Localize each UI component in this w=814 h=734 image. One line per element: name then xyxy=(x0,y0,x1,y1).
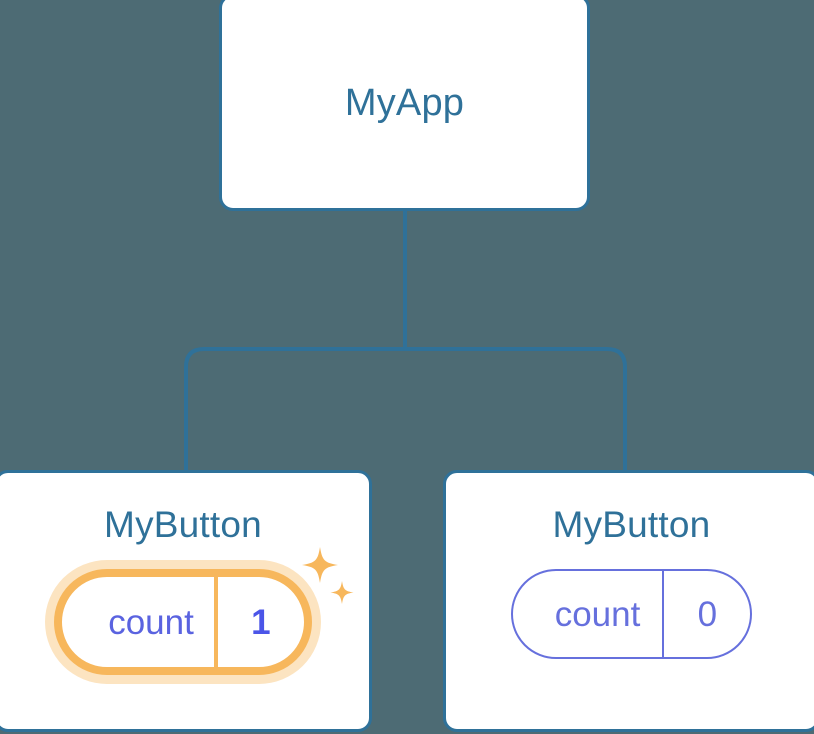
node-card-child-left[interactable]: MyButton count 1 xyxy=(0,470,372,732)
node-title-child-left: MyButton xyxy=(104,504,262,545)
state-value-right: 0 xyxy=(662,571,750,657)
node-title-child-right: MyButton xyxy=(552,504,711,545)
state-key-label-right: count xyxy=(554,594,641,634)
sparkle-large-icon xyxy=(301,547,338,583)
connector-branch-bus xyxy=(184,347,627,470)
sparkle-small-icon xyxy=(330,581,354,604)
state-pill-highlighted[interactable]: count 1 xyxy=(54,569,312,675)
node-card-child-right[interactable]: MyButton count 0 xyxy=(443,470,814,732)
state-value-left: 1 xyxy=(213,577,304,667)
state-key-label-left: count xyxy=(108,602,194,642)
node-card-root[interactable]: MyApp xyxy=(219,0,590,211)
state-pill-plain[interactable]: count 0 xyxy=(510,569,753,659)
state-pill-wrapper-left: count 1 xyxy=(54,547,354,675)
node-title-root: MyApp xyxy=(344,81,465,124)
state-pill-wrapper-right: count 0 xyxy=(510,569,753,659)
